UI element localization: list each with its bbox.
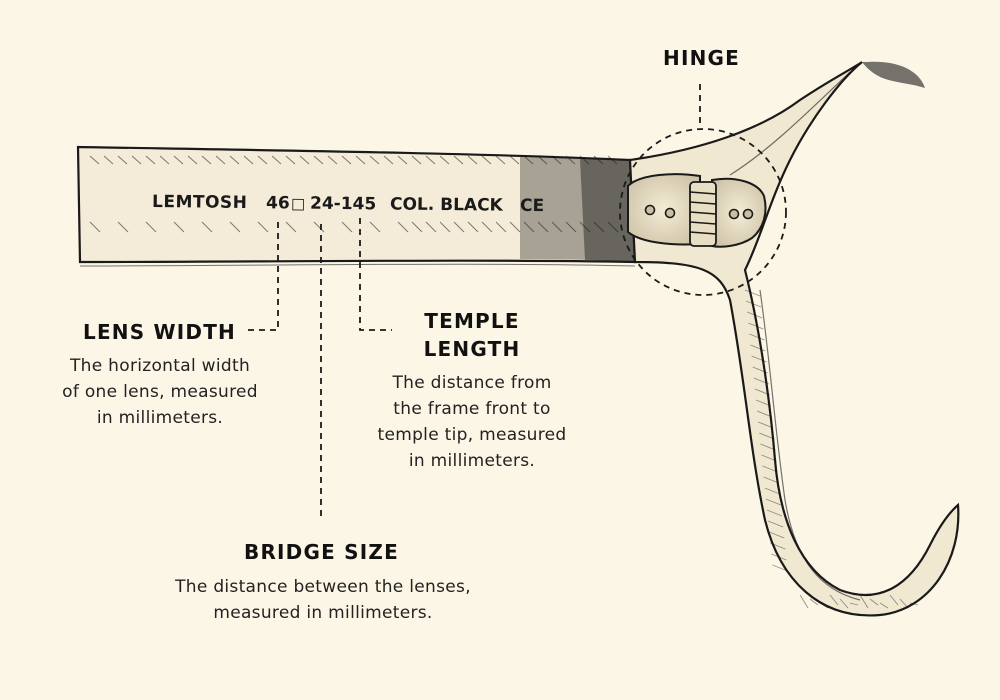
hinge-screw xyxy=(644,204,656,216)
lens-width-title: LENS WIDTH xyxy=(83,320,236,344)
frame-front-curve xyxy=(628,61,960,617)
hinge-screw xyxy=(728,208,740,220)
hinge-screw xyxy=(742,208,754,220)
temple-length-title: TEMPLE LENGTH xyxy=(423,309,521,361)
engraving-bridge-temple: 24-145 xyxy=(310,194,376,215)
engraving-ce-mark: CE xyxy=(520,196,544,216)
hinge-screw xyxy=(664,207,676,219)
lens-width-leader xyxy=(248,222,279,331)
temple-length-leader xyxy=(359,218,392,331)
hinge-title: HINGE xyxy=(663,46,740,70)
hinge-highlight-circle xyxy=(619,128,787,296)
engraving-color: COL. BLACK xyxy=(390,194,504,215)
temple-length-description: The distance from the frame front to tem… xyxy=(377,373,567,471)
bridge-size-title: BRIDGE SIZE xyxy=(244,540,399,564)
hinge-barrel xyxy=(689,181,717,247)
engraving-model: LEMTOSH xyxy=(152,192,248,213)
lens-width-description: The horizontal width of one lens, measur… xyxy=(62,356,258,428)
bridge-size-description: The distance between the lenses, measure… xyxy=(175,577,471,623)
engraving-lens-size: 46 xyxy=(266,193,290,213)
engraving-bridge-symbol: □ xyxy=(291,194,305,212)
